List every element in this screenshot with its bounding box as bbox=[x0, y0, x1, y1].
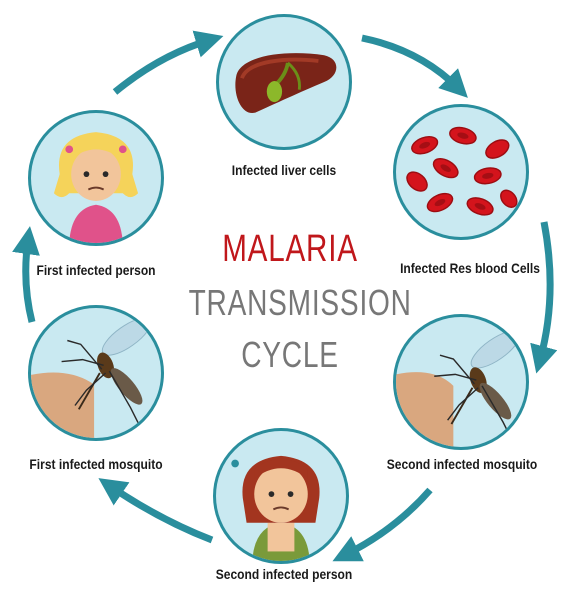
label-second-infected-person: Second infected person bbox=[215, 566, 353, 582]
arrow-person2-to-mosquito1 bbox=[98, 478, 214, 544]
arrow-person1-to-liver bbox=[112, 30, 224, 95]
node-second-infected-mosquito bbox=[393, 314, 529, 450]
arrow-blood-to-mosquito2 bbox=[530, 221, 558, 374]
label-first-infected-person: First infected person bbox=[36, 262, 156, 278]
title-malaria: MALARIA bbox=[222, 228, 358, 270]
red-blood-cells-icon bbox=[406, 126, 518, 216]
node-first-infected-person bbox=[28, 110, 164, 246]
sick-girl-icon bbox=[231, 455, 320, 561]
title-transmission: TRANSMISSION bbox=[188, 282, 412, 323]
label-infected-red-blood-cells: Infected Res blood Cells bbox=[400, 260, 540, 276]
liver-icon bbox=[235, 53, 337, 114]
node-infected-liver-cells bbox=[216, 14, 352, 150]
label-infected-liver-cells: Infected liver cells bbox=[231, 162, 337, 178]
node-first-infected-mosquito bbox=[28, 305, 164, 441]
label-first-infected-mosquito: First infected mosquito bbox=[29, 456, 163, 472]
arrow-mosquito1-to-person1 bbox=[12, 226, 40, 323]
node-second-infected-person bbox=[213, 428, 349, 564]
arrow-mosquito2-to-person2 bbox=[332, 487, 433, 562]
mosquito-icon bbox=[396, 330, 521, 447]
mosquito-icon bbox=[31, 317, 152, 438]
node-infected-red-blood-cells bbox=[393, 104, 529, 240]
title-cycle: CYCLE bbox=[241, 334, 339, 375]
label-second-infected-mosquito: Second infected mosquito bbox=[386, 456, 538, 472]
sick-girl-icon bbox=[53, 132, 139, 243]
arrow-liver-to-blood bbox=[361, 34, 468, 98]
